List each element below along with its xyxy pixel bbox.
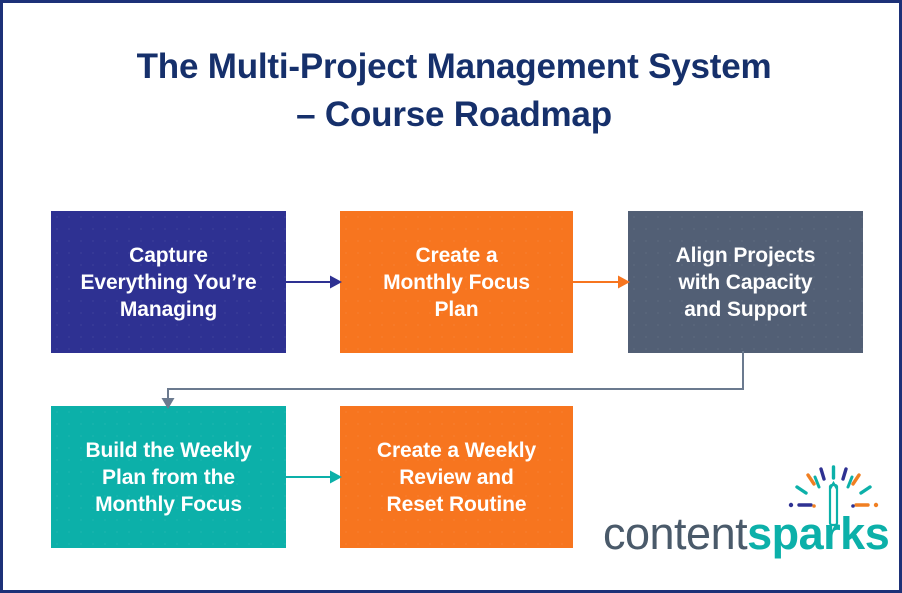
flow-node-label: Create a Monthly Focus Plan <box>383 243 530 321</box>
spark-burst-icon <box>788 465 879 527</box>
page-title: The Multi-Project Management System – Co… <box>3 43 899 139</box>
flow-node-capture-everything: Capture Everything You’re Managing <box>51 211 286 353</box>
flow-node-align-projects: Align Projects with Capacity and Support <box>628 211 863 353</box>
page-title-line-2: – Course Roadmap <box>296 95 612 134</box>
logo-word-sparks: sparks <box>747 508 890 559</box>
flow-node-label: Build the Weekly Plan from the Monthly F… <box>85 438 252 516</box>
logo-wordmark: contentsparks <box>603 508 890 559</box>
connector-arrow-capture-to-monthly <box>286 275 342 289</box>
contentsparks-logo: contentsparks <box>603 465 890 565</box>
logo-word-content: content <box>603 508 748 559</box>
connector-arrow-monthly-to-align <box>573 275 630 289</box>
connector-elbow-align-to-build <box>161 351 744 409</box>
flow-node-label: Capture Everything You’re Managing <box>80 243 257 321</box>
flow-node-monthly-focus-plan: Create a Monthly Focus Plan <box>340 211 573 353</box>
flow-node-label: Create a Weekly Review and Reset Routine <box>376 438 537 516</box>
flow-node-label: Align Projects with Capacity and Support <box>675 243 816 321</box>
connector-arrow-build-to-review <box>286 470 342 484</box>
page-title-line-1: The Multi-Project Management System <box>136 47 772 86</box>
flow-node-weekly-review-reset: Create a Weekly Review and Reset Routine <box>340 406 573 548</box>
flow-node-build-weekly-plan: Build the Weekly Plan from the Monthly F… <box>51 406 286 548</box>
